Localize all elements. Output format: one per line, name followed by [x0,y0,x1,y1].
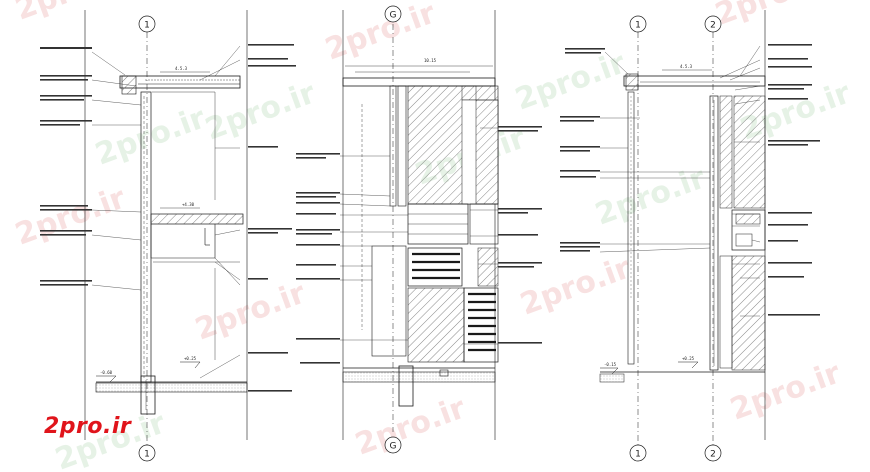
middle-annotation-text: 10.15 [296,58,542,364]
curtain-wall [709,95,719,371]
stair-treads [407,247,463,287]
svg-text:4.5.3: 4.5.3 [175,66,188,71]
left-section [84,10,248,445]
floor-slab [150,213,244,225]
svg-text:2pro.ir: 2pro.ir [511,45,631,117]
grid-bubble-left-bottom: 1 [138,444,156,462]
svg-text:2pro.ir: 2pro.ir [11,0,131,28]
svg-text:2pro.ir: 2pro.ir [91,100,211,172]
watermark-layer: 2pro.ir 2pro.ir 2pro.ir 2pro.ir 2pro.ir … [11,0,856,472]
grid-bubble-left-top: 1 [138,15,156,33]
svg-text:+0.25: +0.25 [184,356,197,361]
svg-text:2: 2 [710,450,716,460]
svg-text:1: 1 [144,450,150,460]
grid-bubble-right-b-bottom: 2 [704,444,722,462]
svg-text:+4.30: +4.30 [182,202,195,207]
grid-bubble-right-a-bottom: 1 [629,444,647,462]
svg-text:+0.25: +0.25 [682,356,695,361]
svg-text:2pro.ir: 2pro.ir [351,390,471,462]
svg-text:-0.15: -0.15 [604,362,617,367]
ground [599,373,625,383]
grid-bubble-middle-top: G [384,5,402,23]
svg-text:2pro.ir: 2pro.ir [711,0,831,33]
svg-text:1: 1 [635,21,641,31]
roof-slab [623,75,766,87]
svg-text:G: G [390,442,397,452]
svg-text:2pro.ir: 2pro.ir [11,180,131,252]
wall [627,91,635,365]
ground [95,382,248,393]
svg-text:1: 1 [144,21,150,31]
ground [342,371,496,383]
brand-logo: 2pro.ir [44,414,132,439]
svg-text:2pro.ir: 2pro.ir [321,0,441,68]
svg-text:4.5.3: 4.5.3 [680,64,693,69]
svg-text:-0.60: -0.60 [100,370,113,375]
roof-slab [342,77,496,87]
roof-slab [119,75,241,89]
svg-text:2pro.ir: 2pro.ir [591,160,711,232]
svg-text:2pro.ir: 2pro.ir [516,250,636,322]
grid-bubble-right-a-top: 1 [629,15,647,33]
svg-text:2pro.ir: 2pro.ir [201,75,321,147]
footing [140,375,156,415]
left-annotation-text: 4.5.3 +4.30 +0.25 -0.60 [40,44,296,392]
grid-bubble-middle-bottom: G [384,436,402,454]
svg-text:G: G [390,11,397,21]
right-annotation-text: 4.5.3 +0.25 -0.15 [560,44,820,367]
svg-text:2: 2 [710,21,716,31]
window-frame [389,85,397,207]
grid-bubble-right-b-top: 2 [704,15,722,33]
svg-text:1: 1 [635,450,641,460]
footing [398,365,414,407]
svg-text:2pro.ir: 2pro.ir [191,275,311,347]
middle-section [339,10,499,440]
right-section [599,10,766,445]
svg-text:10.15: 10.15 [424,58,437,63]
